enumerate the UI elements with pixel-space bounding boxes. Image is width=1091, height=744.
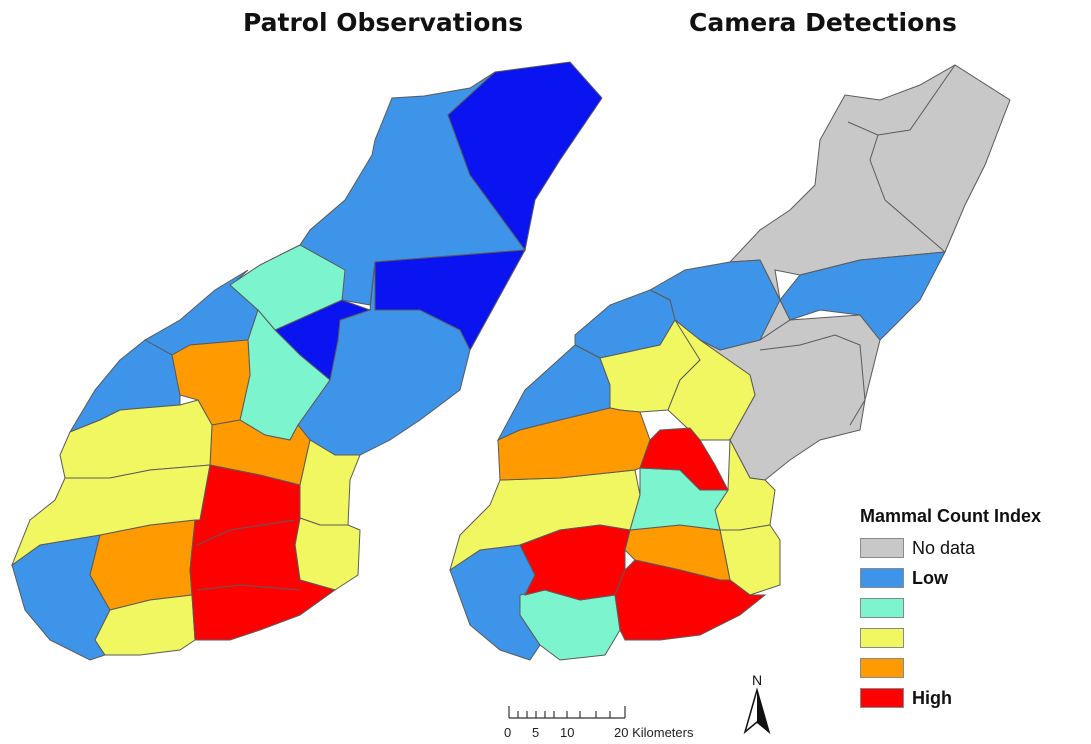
map-region [447,61,603,252]
legend-label: No data [912,537,976,558]
map-region [94,594,196,656]
patrol-observations-title: Patrol Observations [243,8,524,37]
legend-item-mid-low [860,593,1090,623]
legend-items: No data Low High [860,533,1090,713]
map-region [59,399,213,479]
map-region [294,517,361,591]
map-region [779,251,946,341]
scale-label-10: 10 [560,725,574,740]
legend-swatch [860,568,904,588]
north-arrow-icon [743,687,771,735]
legend-title: Mammal Count Index [860,506,1042,526]
scale-label-20-km: 20 Kilometers [614,725,694,740]
camera-detections-title: Camera Detections [689,8,957,37]
patrol-map [10,61,603,661]
legend-swatch [860,628,904,648]
map-region-boundary [759,64,956,426]
legend-item-mid [860,623,1090,653]
legend-item-no-data: No data [860,533,1090,563]
legend-swatch [860,688,904,708]
map-region [497,407,651,481]
map-region [10,464,211,567]
scale-label-5: 5 [532,725,539,740]
map-region [189,464,337,641]
legend: Mammal Count Index No data Low High [860,506,1090,713]
north-label: N [752,672,762,688]
scale-bar [508,706,626,719]
legend-swatch [860,538,904,558]
map-region [639,427,729,491]
scale-label-0: 0 [504,725,511,740]
map-region [667,319,756,441]
map-region [614,559,767,641]
legend-item-high: High [860,683,1090,713]
map-region-boundary [196,519,301,591]
legend-item-mid-high [860,653,1090,683]
legend-swatch [860,598,904,618]
legend-item-low: Low [860,563,1090,593]
legend-swatch [860,658,904,678]
camera-map [449,64,1011,661]
legend-label: High [912,687,952,708]
legend-label: Low [912,567,948,588]
map-region [374,249,526,352]
